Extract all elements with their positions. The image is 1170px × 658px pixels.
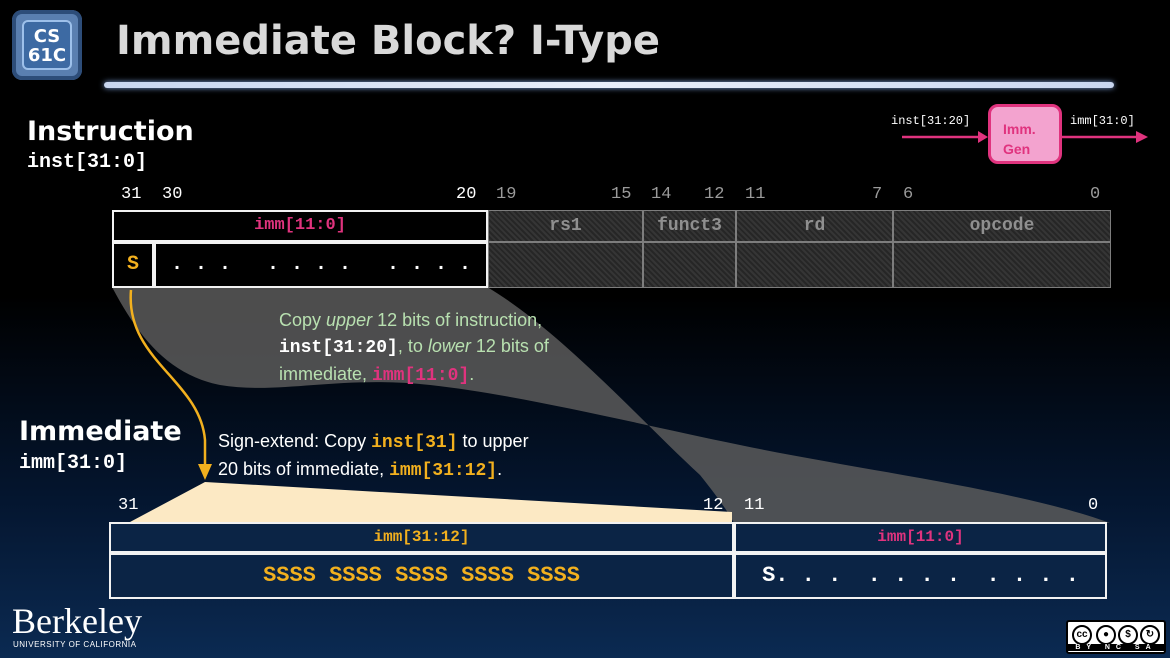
immgen-label-line2: Gen [1003,141,1031,157]
field-imm-11-0: imm[11:0] [112,210,488,242]
cc-icon: cc [1072,625,1092,645]
berkeley-university-label: UNIVERSITY OF CALIFORNIA [13,640,137,649]
copy-caption-code-inst: inst[31:20] [279,338,398,358]
immgen-output-label: imm[31:0] [1070,114,1135,128]
logo-line1: CS [33,26,61,47]
field-opcode: opcode [893,210,1111,242]
immgen-arrows [902,131,1148,143]
inst-bit-31: 31 [121,185,142,204]
signext-p3: 20 bits of immediate, [218,459,390,479]
opcode-bits [893,242,1111,288]
funct3-bits [643,242,736,288]
copy-caption-code-imm: imm[11:0] [372,366,470,386]
imm-bit-0: 0 [1088,496,1099,515]
rd-bits [736,242,893,288]
inst-bit-30: 30 [162,185,183,204]
immgen-label-line1: Imm. [1003,121,1036,137]
signext-code-inst: inst[31] [371,433,458,453]
immediate-heading: Immediate [19,416,182,447]
by-icon: ● [1096,625,1116,645]
copy-caption-p2: 12 bits of instruction, [372,310,543,330]
inst-bit-20: 20 [456,185,477,204]
inst-bit-7: 7 [872,185,883,204]
sign-bit-cell: S [112,242,154,288]
imm-bit-12: 12 [703,496,724,515]
slide-title: Immediate Block? I-Type [116,18,660,64]
imm-lower-value: S. . . . . . . . . . . [734,553,1107,599]
copy-caption-p1: Copy [279,310,327,330]
inst-bit-12: 12 [704,185,725,204]
immediate-subheading: imm[31:0] [19,452,128,475]
signext-p1: Sign-extend: Copy [218,431,372,451]
imm-upper-value: SSSS SSSS SSSS SSSS SSSS [109,553,734,599]
instruction-subheading: inst[31:0] [27,151,148,174]
berkeley-logo: Berkeley [12,601,142,641]
copy-caption: Copy upper 12 bits of instruction, inst[… [279,307,659,389]
field-rd: rd [736,210,893,242]
rs1-bits [488,242,643,288]
copy-caption-p4: 12 bits of [470,336,549,356]
title-underline [104,82,1114,88]
cc-license-badge: cc ● $ ↻ BY NC SA [1066,620,1166,654]
imm-lower-label: imm[11:0] [734,522,1107,553]
sign-extend-caption: Sign-extend: Copy inst[31] to upper 20 b… [218,428,598,484]
signext-code-imm: imm[31:12] [389,461,498,481]
signext-p2: to upper [457,431,529,451]
field-rs1: rs1 [488,210,643,242]
copy-caption-p5: immediate, [279,364,373,384]
instruction-heading: Instruction [27,116,194,147]
inst-bit-6: 6 [903,185,914,204]
imm-bit-31: 31 [118,496,139,515]
copy-caption-lower: lower [427,336,471,356]
inst-bit-15: 15 [611,185,632,204]
imm-bit-11: 11 [744,496,765,515]
sa-icon: ↻ [1140,625,1160,645]
cc-license-text: BY NC SA [1068,644,1164,651]
inst-bit-19: 19 [496,185,517,204]
copy-caption-p6: . [469,364,475,384]
imm-upper-label: imm[31:12] [109,522,734,553]
field-funct3: funct3 [643,210,736,242]
nc-icon: $ [1118,625,1138,645]
copy-caption-p3: , to [397,336,428,356]
inst-bit-11: 11 [745,185,766,204]
imm-bits-dots: . . . . . . . . . . . [154,242,488,288]
inst-bit-0: 0 [1090,185,1101,204]
immgen-input-label: inst[31:20] [891,114,971,128]
imm-gen-block: Imm. Gen [988,104,1062,164]
logo-line2: 61C [27,45,67,66]
signext-p4: . [497,459,503,479]
copy-caption-upper: upper [326,310,373,330]
inst-bit-14: 14 [651,185,672,204]
